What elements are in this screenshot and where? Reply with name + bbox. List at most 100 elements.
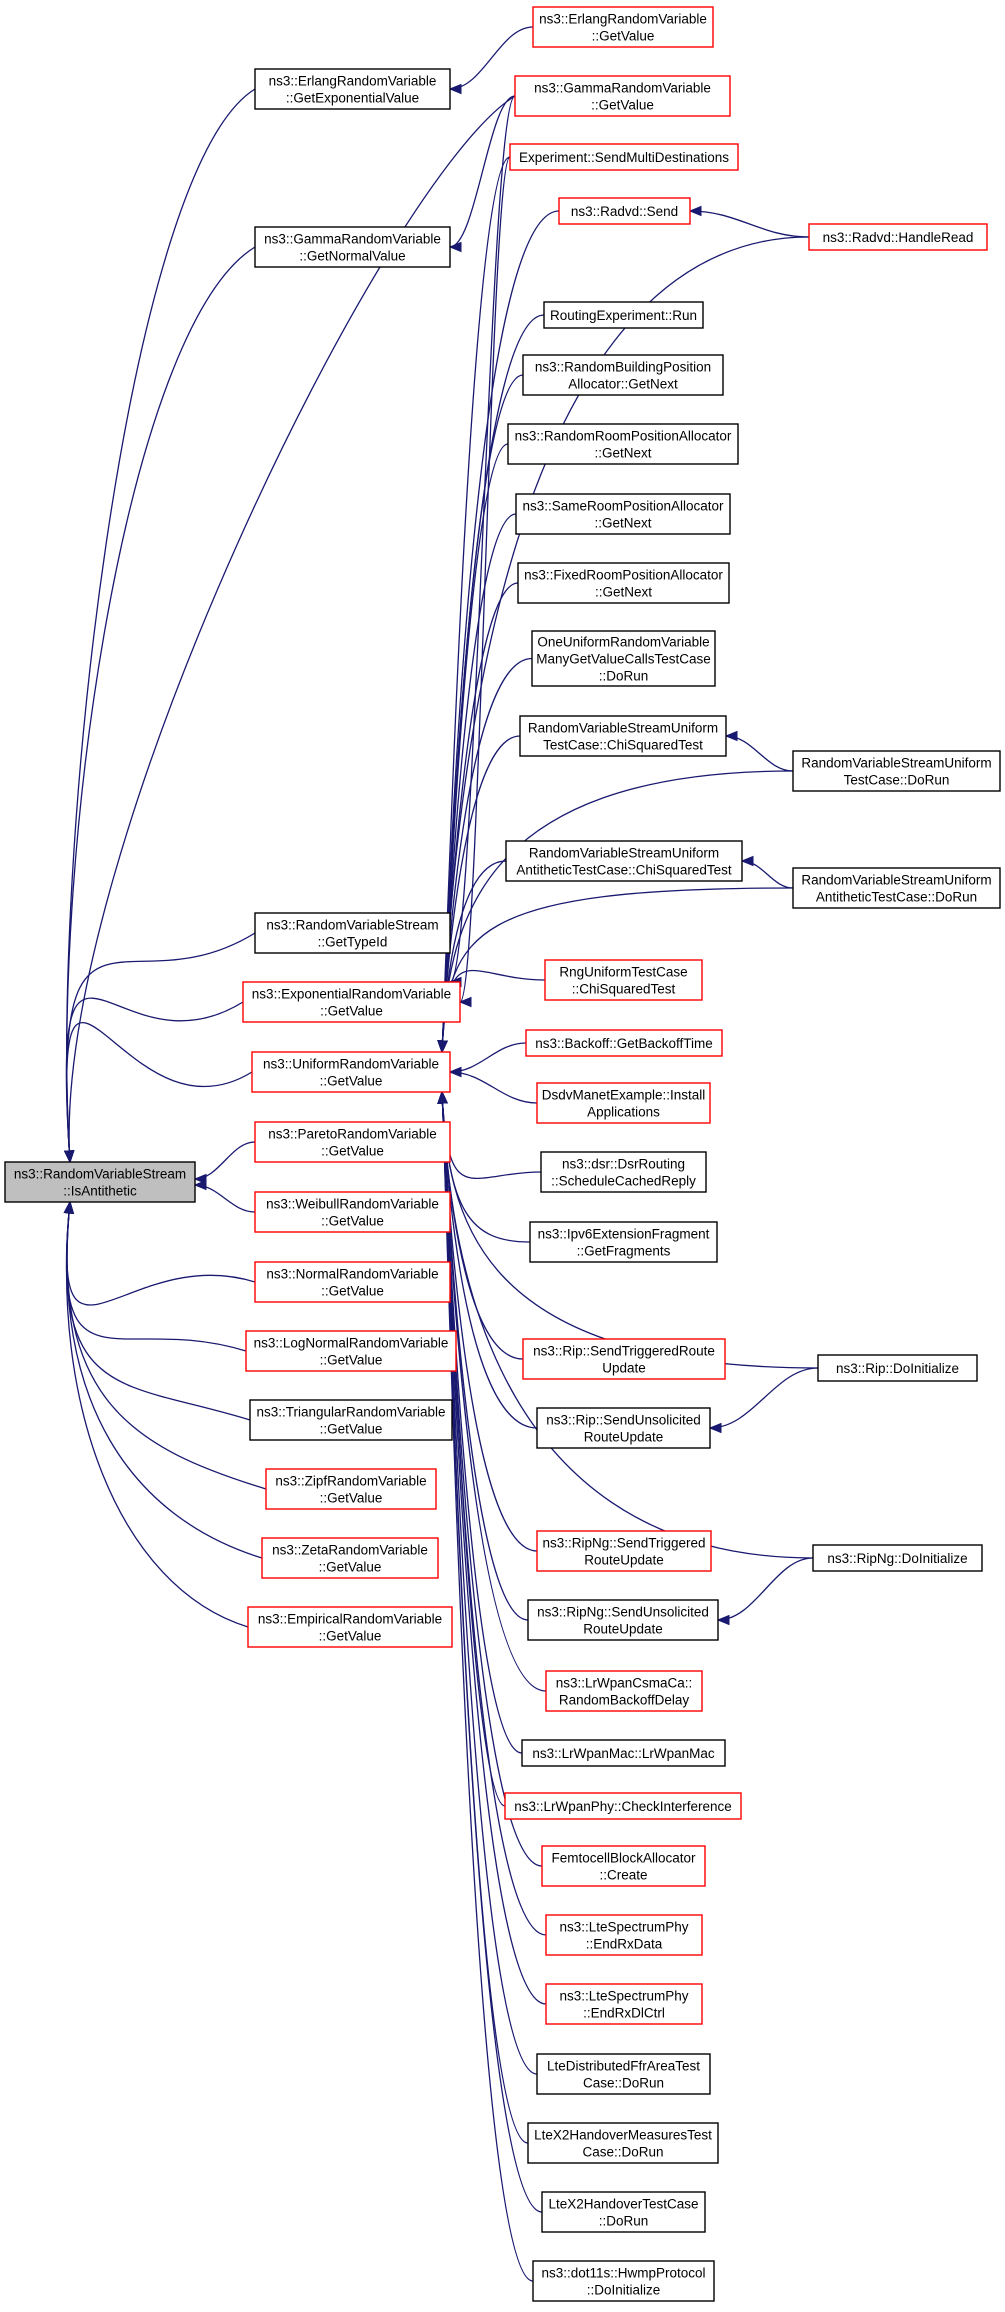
arrowhead <box>688 205 702 217</box>
node-label: ::GetValue <box>320 1491 383 1506</box>
node-erlangGet[interactable]: ns3::ErlangRandomVariable::GetValue <box>532 6 714 48</box>
node-label: ns3::LteSpectrumPhy <box>559 1920 688 1935</box>
node-label: LteX2HandoverTestCase <box>548 2197 698 2212</box>
call-edge <box>441 1091 543 2213</box>
node-hwmp[interactable]: ns3::dot11s::HwmpProtocol::DoInitialize <box>532 2260 715 2302</box>
node-radvdSend[interactable]: ns3::Radvd::Send <box>558 197 691 225</box>
node-zipf[interactable]: ns3::ZipfRandomVariable::GetValue <box>265 1468 437 1510</box>
node-label: TestCase::ChiSquaredTest <box>543 738 703 753</box>
node-typeId[interactable]: ns3::RandomVariableStream::GetTypeId <box>254 912 451 954</box>
call-edge <box>66 88 256 1163</box>
node-label: ns3::WeibullRandomVariable <box>266 1197 439 1212</box>
node-lrwpanPhy[interactable]: ns3::LrWpanPhy::CheckInterference <box>504 1792 742 1820</box>
node-box <box>522 354 724 396</box>
node-gammaGet[interactable]: ns3::GammaRandomVariable::GetValue <box>514 75 731 117</box>
arrowhead <box>448 241 462 253</box>
node-label: ::GetValue <box>319 1629 382 1644</box>
node-logNormal[interactable]: ns3::LogNormalRandomVariable::GetValue <box>245 1330 457 1372</box>
node-label: RngUniformTestCase <box>559 965 687 980</box>
node-uniform[interactable]: ns3::UniformRandomVariable::GetValue <box>251 1051 451 1093</box>
node-lteX2[interactable]: LteX2HandoverTestCase::DoRun <box>541 2191 706 2233</box>
node-label: ::GetNext <box>594 516 651 531</box>
node-box <box>525 1029 723 1057</box>
node-box <box>541 1845 706 1887</box>
node-label: ns3::dot11s::HwmpProtocol <box>541 2266 705 2281</box>
node-label: ns3::FixedRoomPositionAllocator <box>524 568 723 583</box>
node-label: ns3::ErlangRandomVariable <box>269 74 437 89</box>
node-lrwpanCsma[interactable]: ns3::LrWpanCsmaCa::RandomBackoffDelay <box>545 1670 703 1712</box>
node-exponential[interactable]: ns3::ExponentialRandomVariable::GetValue <box>242 981 461 1023</box>
node-lteEndRxData[interactable]: ns3::LteSpectrumPhy::EndRxData <box>545 1914 703 1956</box>
node-oneUniform[interactable]: OneUniformRandomVariableManyGetValueCall… <box>531 630 716 687</box>
node-triangular[interactable]: ns3::TriangularRandomVariable::GetValue <box>249 1399 453 1441</box>
node-pareto[interactable]: ns3::ParetoRandomVariable::GetValue <box>254 1121 451 1163</box>
node-dsr[interactable]: ns3::dsr::DsrRouting::ScheduleCachedRepl… <box>540 1151 707 1193</box>
node-rvsuaChi[interactable]: RandomVariableStreamUniformAntitheticTes… <box>505 840 743 882</box>
node-box <box>545 1914 703 1956</box>
node-weibull[interactable]: ns3::WeibullRandomVariable::GetValue <box>254 1191 451 1233</box>
node-erlangExp[interactable]: ns3::ErlangRandomVariable::GetExponentia… <box>254 68 451 110</box>
node-fixedRoom[interactable]: ns3::FixedRoomPositionAllocator::GetNext <box>517 562 730 604</box>
call-edge <box>441 374 524 1053</box>
node-gammaNormal[interactable]: ns3::GammaRandomVariable::GetNormalValue <box>254 226 451 268</box>
node-label: ::DoRun <box>599 669 649 684</box>
node-box <box>254 1261 451 1303</box>
node-label: ::DoRun <box>599 2214 649 2229</box>
node-label: ns3::LrWpanCsmaCa:: <box>556 1676 693 1691</box>
call-edge <box>449 95 516 983</box>
node-label: Allocator::GetNext <box>568 377 678 392</box>
node-rngUniform[interactable]: RngUniformTestCase::ChiSquaredTest <box>544 959 703 1001</box>
node-label: ns3::ErlangRandomVariable <box>539 12 707 27</box>
node-rvsuaDoRun[interactable]: RandomVariableStreamUniformAntitheticTes… <box>792 867 1001 909</box>
node-label: ns3::RandomVariableStream <box>14 1167 186 1182</box>
call-edge <box>717 1557 814 1621</box>
node-label: ns3::Radvd::HandleRead <box>823 230 974 245</box>
call-edge <box>65 997 244 1163</box>
node-box <box>545 1983 703 2025</box>
node-label: RandomVariableStreamUniform <box>529 846 719 861</box>
node-zeta[interactable]: ns3::ZetaRandomVariable::GetValue <box>261 1537 439 1579</box>
node-sameRoom[interactable]: ns3::SameRoomPositionAllocator::GetNext <box>515 493 731 535</box>
call-edge <box>194 1141 256 1180</box>
node-empirical[interactable]: ns3::EmpiricalRandomVariable::GetValue <box>247 1606 453 1648</box>
node-box <box>522 1338 726 1380</box>
node-lteEndRxDlCtrl[interactable]: ns3::LteSpectrumPhy::EndRxDlCtrl <box>545 1983 703 2025</box>
node-root[interactable]: ns3::RandomVariableStream::IsAntithetic <box>4 1161 196 1203</box>
node-box <box>505 840 743 882</box>
node-normal[interactable]: ns3::NormalRandomVariable::GetValue <box>254 1261 451 1303</box>
call-edge <box>66 1201 251 1421</box>
node-femtocell[interactable]: FemtocellBlockAllocator::Create <box>541 1845 706 1887</box>
node-box <box>515 493 731 535</box>
node-box <box>254 1121 451 1163</box>
node-box <box>540 1151 707 1193</box>
node-box <box>545 1670 703 1712</box>
node-randBuilding[interactable]: ns3::RandomBuildingPositionAllocator::Ge… <box>522 354 724 396</box>
node-rvsuChi[interactable]: RandomVariableStreamUniformTestCase::Chi… <box>519 715 727 757</box>
node-lrwpanMac[interactable]: ns3::LrWpanMac::LrWpanMac <box>521 1739 726 1767</box>
node-ripInit[interactable]: ns3::Rip::DoInitialize <box>817 1354 978 1382</box>
node-randRoom[interactable]: ns3::RandomRoomPositionAllocator::GetNex… <box>507 423 739 465</box>
node-label: ns3::RipNg::SendTriggered <box>542 1536 705 1551</box>
node-rvsuDoRun[interactable]: RandomVariableStreamUniformTestCase::DoR… <box>792 750 1001 792</box>
call-edge <box>68 95 516 1163</box>
node-backoff[interactable]: ns3::Backoff::GetBackoffTime <box>525 1029 723 1057</box>
node-box <box>254 1191 451 1233</box>
node-label: ns3::Rip::SendTriggeredRoute <box>533 1344 715 1359</box>
node-ripngInit[interactable]: ns3::RipNg::DoInitialize <box>812 1544 983 1572</box>
node-radvdHandle[interactable]: ns3::Radvd::HandleRead <box>808 223 988 251</box>
node-ipv6Frag[interactable]: ns3::Ipv6ExtensionFragment::GetFragments <box>529 1221 718 1263</box>
node-label: ::GetValue <box>321 1284 384 1299</box>
node-routingRun[interactable]: RoutingExperiment::Run <box>543 301 704 329</box>
node-sendMulti[interactable]: Experiment::SendMultiDestinations <box>509 143 739 171</box>
node-label: ns3::RipNg::SendUnsolicited <box>537 1605 709 1620</box>
call-edge <box>65 1201 249 1628</box>
arrowhead <box>448 83 462 95</box>
call-edge <box>441 1091 529 2144</box>
